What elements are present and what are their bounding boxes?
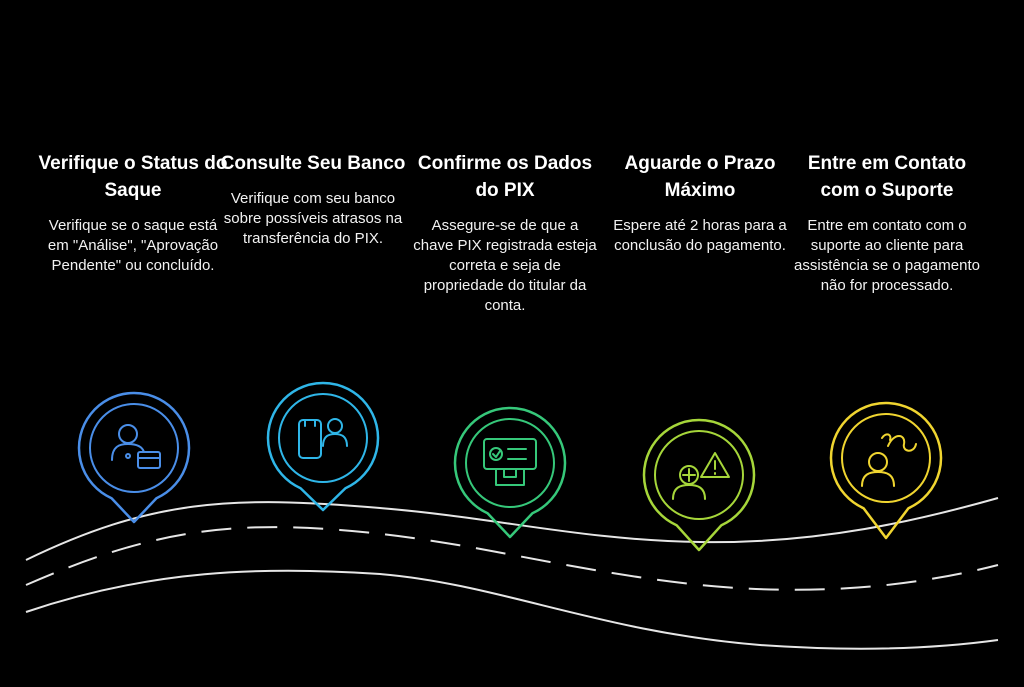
location-pin-5 — [829, 401, 943, 540]
road-center-line — [25, 526, 999, 591]
step-description: Assegure-se de que a chave PIX registrad… — [413, 217, 597, 314]
step-description: Entre em contato com o suporte ao client… — [794, 217, 980, 294]
pin-outline — [642, 418, 756, 552]
pin-inner-circle — [841, 413, 931, 503]
phone-person-icon — [298, 418, 348, 459]
step-description: Verifique com seu banco sobre possíveis … — [223, 190, 403, 247]
person-warning-icon — [672, 452, 730, 500]
step-description: Verifique se o saque está em "Análise", … — [47, 217, 219, 274]
payment-terminal-icon — [483, 438, 537, 486]
location-pin-3 — [453, 406, 567, 539]
pin-inner-circle — [278, 393, 368, 483]
step-title: Aguarde o Prazo Máximo — [624, 153, 776, 201]
location-pin-2 — [266, 381, 380, 512]
road-edge-bottom — [25, 569, 999, 650]
step-description: Espere até 2 horas para a conclusão do p… — [613, 217, 787, 254]
pin-outline — [266, 381, 380, 512]
step-3: Confirme os Dados do PIX Assegure-se de q… — [410, 150, 600, 316]
person-support-icon — [861, 433, 917, 487]
step-title: Entre em Contato com o Suporte — [807, 153, 967, 201]
pin-outline — [829, 401, 943, 540]
step-title: Verifique o Status do Saque — [38, 153, 228, 201]
location-pin-4 — [642, 418, 756, 552]
step-title: Consulte Seu Banco — [220, 153, 406, 174]
pin-inner-circle — [89, 403, 179, 493]
road-edge-top — [25, 497, 999, 561]
pin-outline — [453, 406, 567, 539]
pin-inner-circle — [654, 430, 744, 520]
pin-inner-circle — [465, 418, 555, 508]
location-pin-1 — [77, 391, 191, 524]
step-title: Confirme os Dados do PIX — [417, 153, 593, 201]
pin-outline — [77, 391, 191, 524]
person-with-wallet-icon — [111, 424, 161, 469]
